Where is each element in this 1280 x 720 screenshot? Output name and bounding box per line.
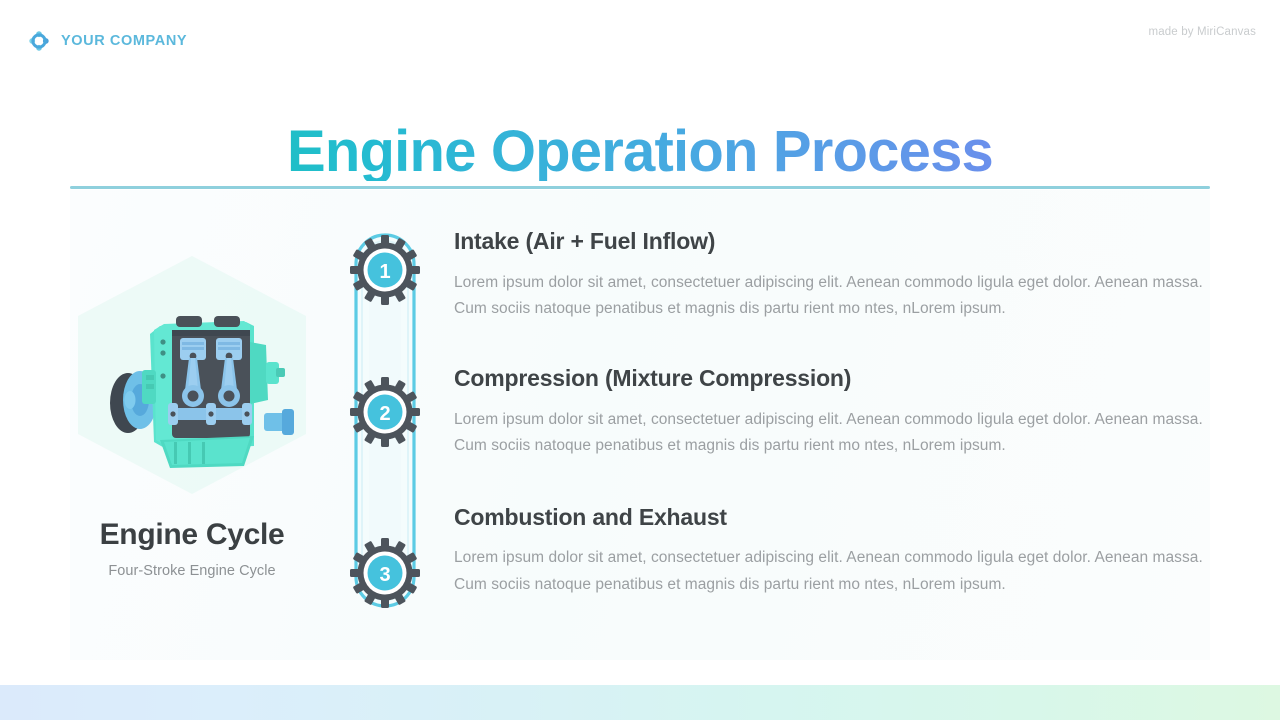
left-panel-subtitle: Four-Stroke Engine Cycle	[108, 563, 276, 579]
company-name: YOUR COMPANY	[61, 33, 188, 49]
left-panel-title: Engine Cycle	[99, 518, 285, 551]
process-step-3: Combustion and Exhaust Lorem ipsum dolor…	[454, 504, 1214, 599]
brand-logo[interactable]: YOUR COMPANY	[26, 28, 187, 54]
footer-gradient-strip	[0, 685, 1280, 720]
process-step-1: Intake (Air + Fuel Inflow) Lorem ipsum d…	[454, 228, 1214, 323]
step-2-title: Compression (Mixture Compression)	[454, 364, 852, 391]
step-3-body: Lorem ipsum dolor sit amet, consectetuer…	[454, 549, 1203, 594]
timing-belt-with-gears: 1	[345, 228, 425, 613]
step-2-body: Lorem ipsum dolor sit amet, consectetuer…	[454, 410, 1203, 455]
flower-circle-logo-icon	[26, 28, 52, 54]
step-3-title: Combustion and Exhaust	[454, 503, 727, 530]
gear-number-2: 2	[379, 403, 390, 425]
title-divider	[70, 186, 1210, 189]
made-by-credit: made by MiriCanvas	[1148, 26, 1256, 38]
gear-number-1: 1	[379, 261, 390, 283]
step-1-body: Lorem ipsum dolor sit amet, consectetuer…	[454, 273, 1203, 318]
step-1-title: Intake (Air + Fuel Inflow)	[454, 228, 716, 254]
car-engine-illustration	[68, 250, 316, 500]
gear-number-3: 3	[379, 564, 390, 586]
engine-summary-block: Engine Cycle Four-Stroke Engine Cycle	[68, 250, 316, 579]
process-step-2: Compression (Mixture Compression) Lorem …	[454, 365, 1214, 460]
process-steps-list: Intake (Air + Fuel Inflow) Lorem ipsum d…	[454, 228, 1214, 599]
page-title: Engine Operation Process	[0, 122, 1280, 181]
